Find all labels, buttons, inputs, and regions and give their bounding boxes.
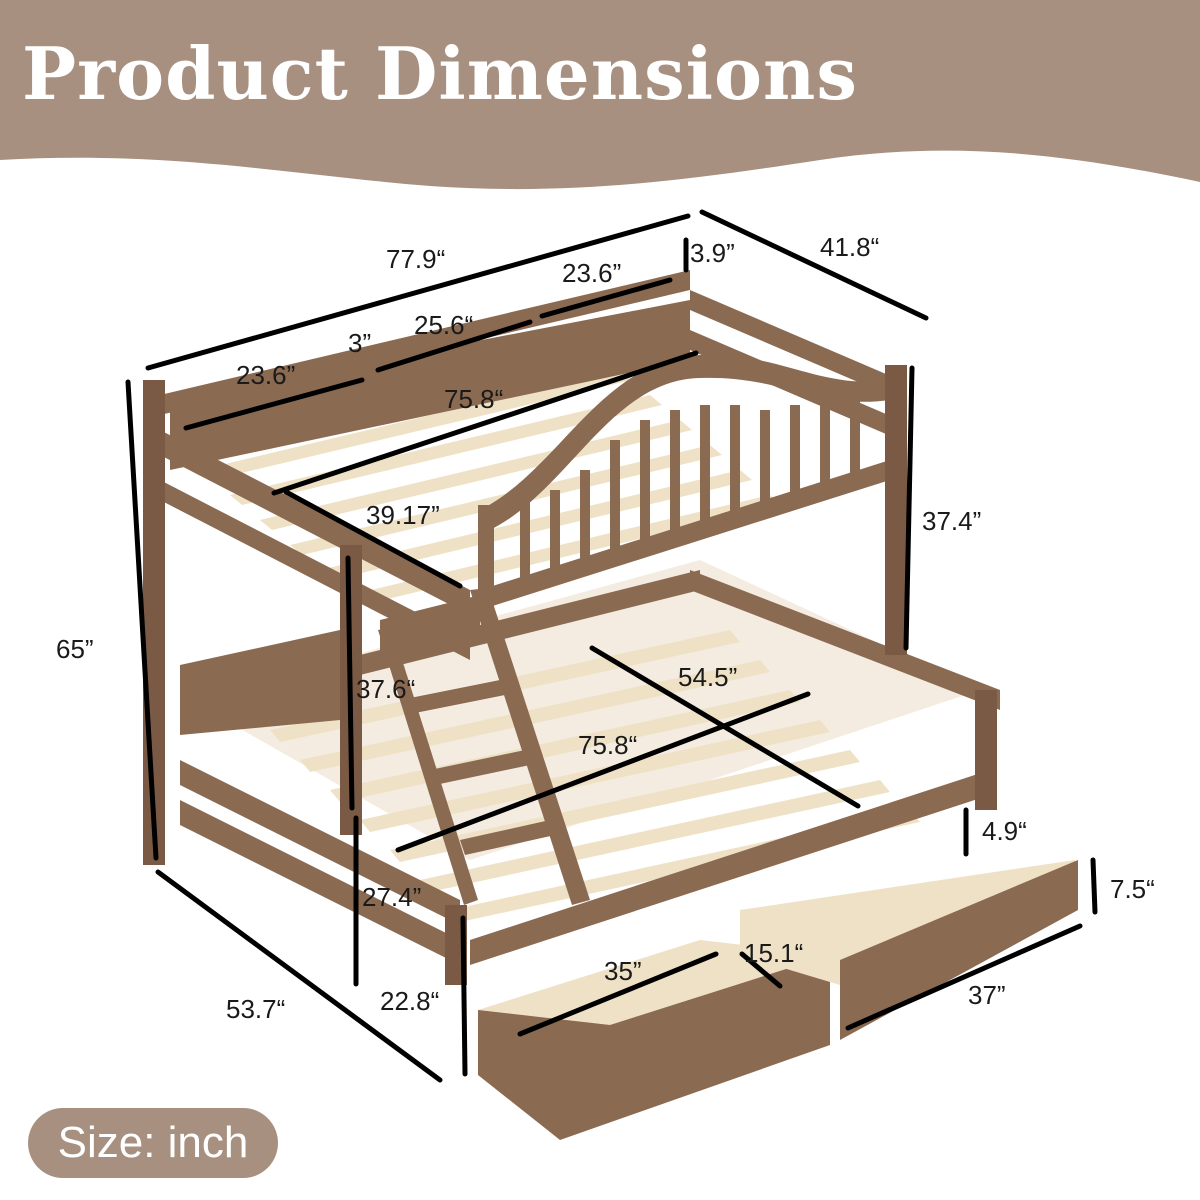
- storage-drawers: [478, 860, 1078, 1140]
- dim-drawer-length: 35”: [604, 956, 642, 986]
- dim-upper-mattress-width: 39.17”: [366, 500, 440, 530]
- dim-drawer-width: 15.1“: [744, 938, 804, 968]
- dim-upper-shelf-left: 23.6”: [236, 360, 296, 390]
- dim-drawer-height: 7.5“: [1110, 874, 1155, 904]
- dim-lower-mattress-width: 54.5”: [678, 662, 738, 692]
- dim-drawer-depth-inner: 4.9“: [982, 816, 1027, 846]
- header-banner: Product Dimensions: [0, 0, 1200, 200]
- dim-lower-clearance: 27.4”: [362, 882, 422, 912]
- dim-drawers-total: 37”: [968, 980, 1006, 1010]
- dim-upper-mattress-length: 75.8“: [444, 384, 504, 414]
- lower-frame: [180, 570, 1000, 965]
- dim-upper-shelf-right: 23.6”: [562, 258, 622, 288]
- dim-overall-height: 65”: [56, 634, 94, 664]
- dim-upper-middle: 25.6“: [414, 310, 474, 340]
- header-background: [0, 0, 1200, 190]
- dimension-arrows: [125, 209, 1098, 1083]
- dim-upper-end-height: 37.4”: [922, 506, 982, 536]
- dim-lower-mattress-length: 75.8“: [578, 730, 638, 760]
- dim-floor-to-rail: 22.8“: [380, 986, 440, 1016]
- dim-overall-width: 41.8“: [820, 232, 880, 262]
- dim-upper-gap: 3”: [348, 328, 372, 358]
- dim-overall-length: 77.9“: [386, 244, 446, 274]
- size-unit-badge: Size: inch: [28, 1108, 278, 1178]
- page-title: Product Dimensions: [22, 31, 858, 116]
- ladder: [378, 588, 590, 905]
- dim-headboard-thickness: 3.9”: [690, 238, 735, 268]
- guard-rail: [478, 354, 890, 615]
- size-unit-label: Size: inch: [57, 1118, 249, 1167]
- dim-ladder-height: 37.6“: [356, 674, 416, 704]
- dim-total-depth: 53.7“: [226, 994, 286, 1024]
